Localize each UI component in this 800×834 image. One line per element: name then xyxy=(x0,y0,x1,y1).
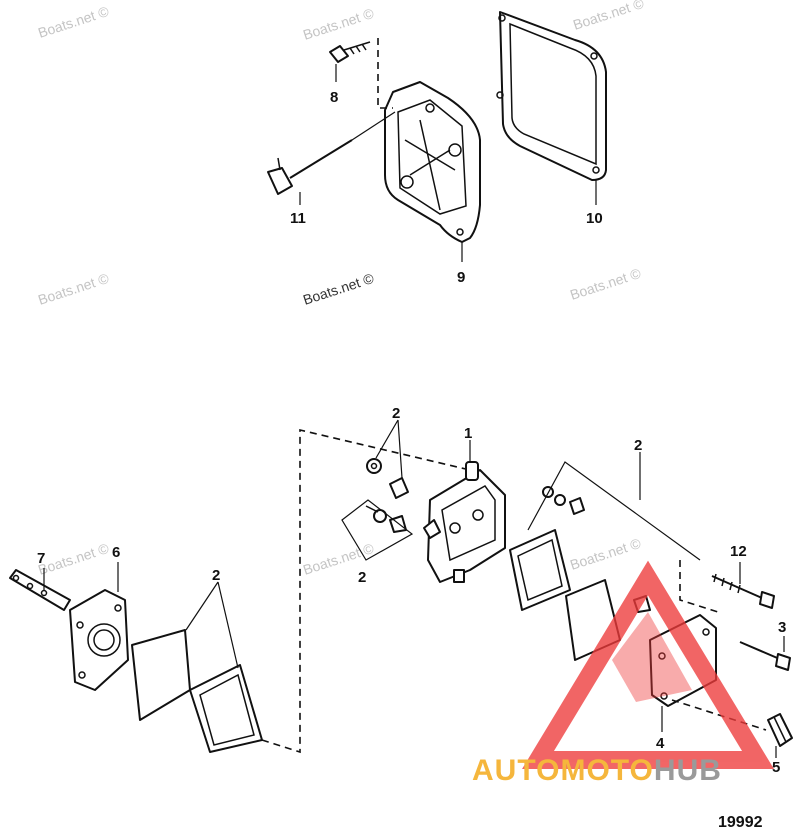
leader-line xyxy=(375,419,403,479)
part-12-bolt xyxy=(711,573,775,609)
watermark-text: Boats.net © xyxy=(36,270,111,308)
callout-4: 4 xyxy=(656,735,665,752)
part-2-valve-lower xyxy=(365,505,407,533)
callout-8: 8 xyxy=(330,89,338,106)
part-2-gasket-right xyxy=(509,486,585,611)
leader-line xyxy=(341,499,414,561)
watermark-text: Boats.net © xyxy=(571,0,646,33)
part-2-gasket-left xyxy=(131,629,263,753)
part-6-flange xyxy=(69,589,129,691)
logo-triangle-icon xyxy=(522,560,774,769)
callout-5: 5 xyxy=(772,759,780,776)
part-3-bolt xyxy=(739,641,791,671)
leader-line xyxy=(351,111,396,141)
callout-9: 9 xyxy=(457,269,465,286)
figure-number: 19992 xyxy=(718,814,763,831)
callout-2: 2 xyxy=(212,567,220,584)
part-9-cover xyxy=(384,81,481,243)
watermark-text: Boats.net © xyxy=(568,535,643,573)
leader-line xyxy=(527,452,701,561)
callout-7: 7 xyxy=(37,550,45,567)
dashed-leader xyxy=(261,428,471,754)
part-11-sensor xyxy=(267,139,353,195)
callout-6: 6 xyxy=(112,544,120,561)
callout-2: 2 xyxy=(358,569,366,586)
dashed-leader xyxy=(671,560,767,731)
brand-name-part2: HUB xyxy=(654,754,722,787)
watermark-text: Boats.net © xyxy=(568,265,643,303)
callout-3: 3 xyxy=(778,619,786,636)
callout-1: 1 xyxy=(464,425,472,442)
watermark-text: Boats.net © xyxy=(301,270,376,308)
callout-11: 11 xyxy=(290,210,306,227)
callout-12: 12 xyxy=(730,543,747,560)
brand-name-part1: AUTOMOTO xyxy=(472,754,654,787)
part-10-gasket xyxy=(496,11,607,181)
part-1-pump-body xyxy=(423,461,506,583)
part-7-rod xyxy=(9,569,71,611)
brand-name: AUTOMOTOHUB xyxy=(472,754,722,787)
part-2-valve-top xyxy=(366,458,409,499)
part-8-screw xyxy=(329,41,371,63)
callout-2: 2 xyxy=(392,405,400,422)
callout-10: 10 xyxy=(586,210,603,227)
automotohub-logo xyxy=(522,560,774,769)
watermark-text: Boats.net © xyxy=(301,5,376,43)
callout-2: 2 xyxy=(634,437,642,454)
part-5-fitting xyxy=(767,713,793,747)
callout-layer: 8 11 10 9 2 1 2 7 6 12 2 2 3 4 xyxy=(37,89,786,752)
watermark-text: Boats.net © xyxy=(36,3,111,41)
watermark-text: Boats.net © xyxy=(36,540,111,578)
leader-line xyxy=(185,581,239,669)
